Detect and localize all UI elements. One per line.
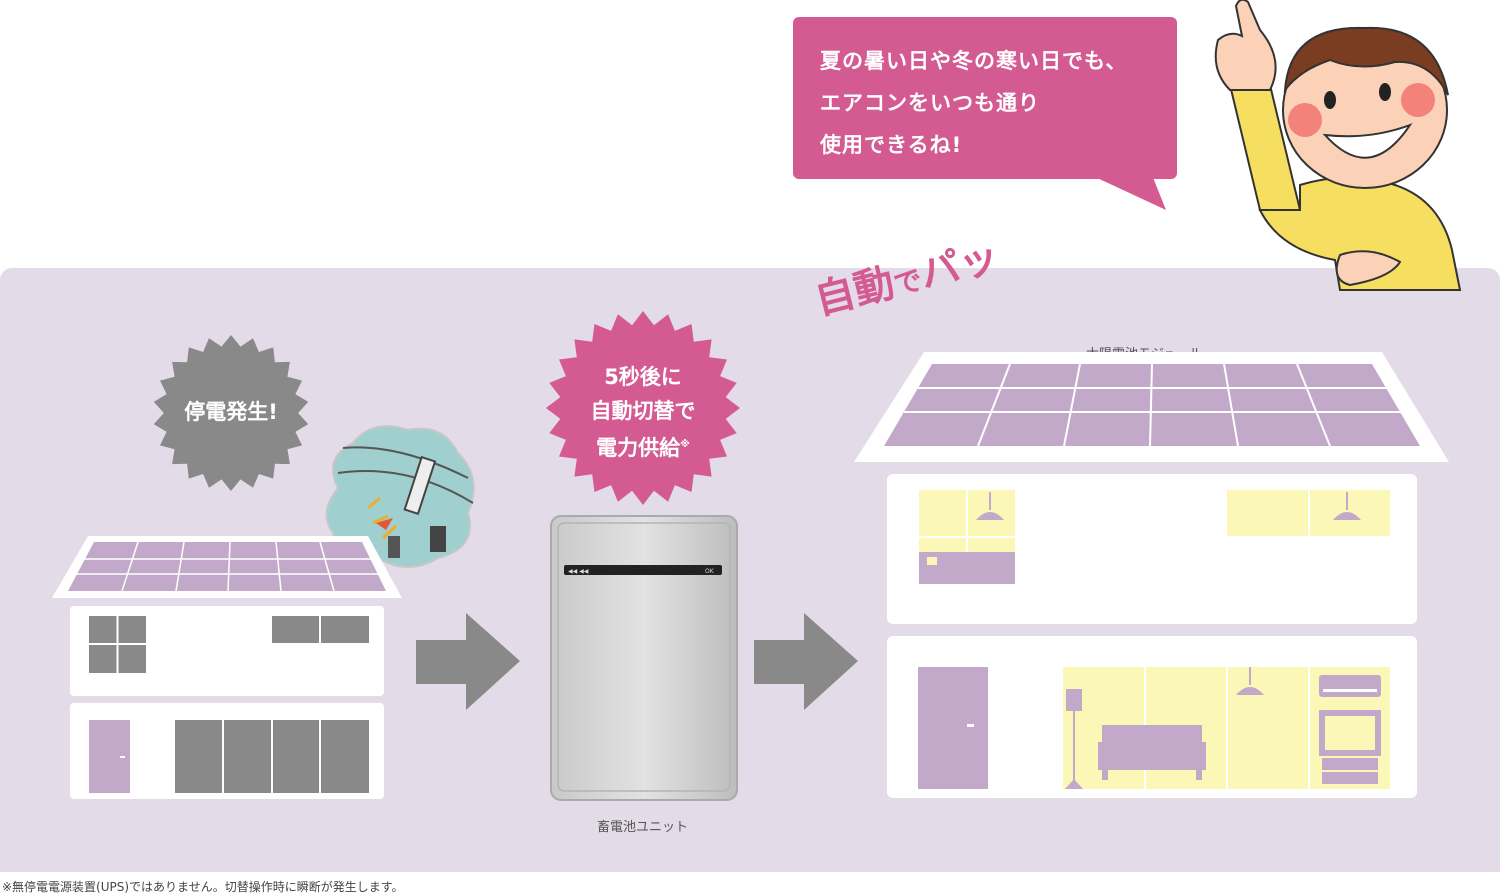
battery-indicator-right: OK <box>705 568 715 575</box>
speech-line-1: 夏の暑い日や冬の寒い日でも、 <box>820 49 1128 73</box>
outage-label: 停電発生! <box>184 400 278 424</box>
battery-indicator-left: ◀◀ ◀◀ <box>568 568 589 575</box>
house-outage <box>52 536 402 799</box>
outage-starburst <box>153 335 309 491</box>
arrow-right-icon <box>416 613 520 710</box>
speech-bubble: 夏の暑い日や冬の寒い日でも、 エアコンをいつも通り 使用できるね! <box>793 17 1177 179</box>
switch-label-footnote-mark: ※ <box>680 439 690 450</box>
switch-label: 5秒後に 自動切替で 電力供給※ <box>546 360 740 465</box>
speech-bubble-tail <box>1080 170 1166 210</box>
switch-label-line-3: 電力供給※ <box>546 428 740 465</box>
switch-label-line-2: 自動切替で <box>590 399 696 423</box>
house-powered <box>854 352 1449 798</box>
switch-label-line-1: 5秒後に <box>604 365 682 389</box>
boy-character-illustration <box>1214 0 1462 291</box>
switch-starburst <box>546 311 740 505</box>
speech-line-3: 使用できるね! <box>820 133 963 157</box>
battery-unit-illustration: ◀◀ ◀◀ OK <box>550 515 738 801</box>
arrow-right-icon <box>754 613 858 710</box>
battery-unit-label: 畜電池ユニット <box>597 820 689 835</box>
switch-label-line-3-text: 電力供給 <box>596 436 681 460</box>
footnote: ※無停電電源装置(UPS)ではありません。切替操作時に瞬断が発生します。 <box>2 880 404 894</box>
speech-line-2: エアコンをいつも通り <box>820 91 1040 115</box>
